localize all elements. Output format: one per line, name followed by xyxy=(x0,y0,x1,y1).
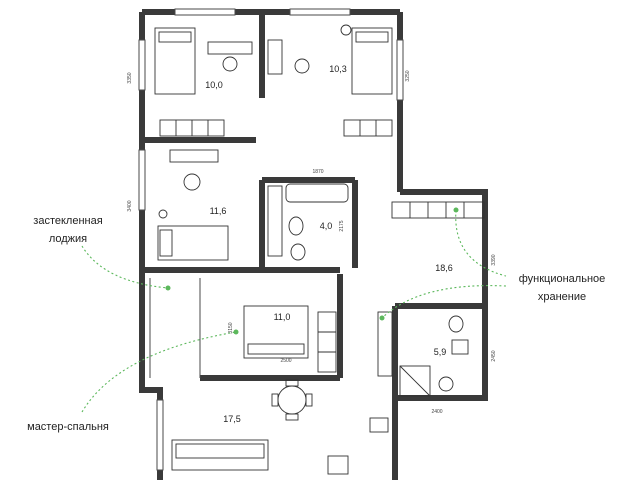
bed-bedroom-2 xyxy=(351,27,393,95)
pillow-bedroom-1 xyxy=(158,31,192,43)
dim-master-bed-width: 2500 xyxy=(280,358,291,364)
room-areas: 10,0 10,3 11,6 4,0 18,6 11,0 5,9 17,5 xyxy=(205,64,453,424)
dim-bath-1-width: 1870 xyxy=(312,169,323,175)
callout-leaders xyxy=(81,207,507,413)
stove xyxy=(327,455,349,475)
sink-bath-2 xyxy=(451,339,469,355)
window-bedroom-2 xyxy=(289,8,351,16)
dim-bath-2-height: 2450 xyxy=(491,350,497,361)
callout-storage-line2: хранение xyxy=(538,291,586,303)
callout-storage-line1: функциональное xyxy=(519,273,606,285)
area-bathroom-2: 5,9 xyxy=(434,347,447,357)
dim-bedroom-1-height: 3350 xyxy=(127,72,133,83)
kitchen-sink xyxy=(369,417,389,433)
area-bedroom-2: 10,3 xyxy=(329,64,347,74)
bathtub xyxy=(285,183,349,203)
pillow-bedroom-3 xyxy=(159,229,173,257)
bed-bedroom-3 xyxy=(157,225,229,261)
dim-bedroom-3-height: 3400 xyxy=(127,200,133,211)
window-bedroom-3 xyxy=(138,149,146,211)
bed-bedroom-1 xyxy=(154,27,196,95)
leader-loggia xyxy=(81,245,169,289)
furniture xyxy=(154,24,485,475)
pillow-master xyxy=(247,343,305,355)
plant-bedroom-2 xyxy=(340,24,352,36)
toilet-bath-1 xyxy=(290,243,306,261)
desk-bedroom-3 xyxy=(169,149,219,163)
marker-master xyxy=(233,329,239,335)
chair-bedroom-3 xyxy=(183,173,201,191)
dining-table xyxy=(277,385,307,415)
shelf-bath-1 xyxy=(267,185,283,257)
dim-bath-2-width: 2400 xyxy=(431,409,442,415)
callouts: застекленная лоджия функциональное хране… xyxy=(27,215,605,433)
callout-loggia-line2: лоджия xyxy=(49,233,87,245)
shelf-bath-2 xyxy=(377,311,393,377)
window-bedroom-1 xyxy=(174,8,236,16)
dim-hall-height: 3390 xyxy=(491,254,497,265)
chair-bedroom-1 xyxy=(222,56,238,72)
wardrobe-bedroom-2 xyxy=(343,119,393,137)
shower xyxy=(399,365,431,397)
marker-storage-hall xyxy=(453,207,459,213)
desk-bedroom-2 xyxy=(267,39,283,75)
wall-hall-notch xyxy=(395,189,488,401)
area-bedroom-1: 10,0 xyxy=(205,80,223,90)
area-bedroom-3: 11,6 xyxy=(210,206,227,216)
window-kitchen xyxy=(156,399,164,471)
plant-bedroom-3 xyxy=(158,209,168,219)
toilet-bath-2 xyxy=(448,315,464,333)
bed-master xyxy=(243,305,309,359)
sink-bath-1 xyxy=(288,216,304,236)
sofa xyxy=(171,439,269,471)
dim-bath-1-height: 2175 xyxy=(339,220,345,231)
loggia-partition xyxy=(149,278,201,378)
callout-master: мастер-спальня xyxy=(27,421,109,433)
leader-storage-bath xyxy=(381,285,507,319)
area-master-bedroom: 11,0 xyxy=(274,312,291,322)
windows xyxy=(138,8,404,471)
dimensions: 3350 3250 3400 1870 2175 3150 3390 2450 … xyxy=(127,70,497,415)
storage-hall xyxy=(391,201,485,219)
window-bedroom-2-side xyxy=(396,39,404,101)
area-kitchen-living: 17,5 xyxy=(223,414,241,424)
marker-storage-bath xyxy=(379,315,385,321)
dim-bedroom-2-height: 3250 xyxy=(405,70,411,81)
pillow-bedroom-2 xyxy=(355,31,389,43)
leader-storage-hall xyxy=(455,209,507,277)
area-hall: 18,6 xyxy=(435,263,453,273)
chair-bedroom-2 xyxy=(294,58,310,74)
window-bedroom-1-side xyxy=(138,39,146,91)
desk-bedroom-1 xyxy=(207,41,253,55)
dim-master-height: 3150 xyxy=(228,322,234,333)
washer xyxy=(438,376,454,392)
area-bathroom-1: 4,0 xyxy=(320,221,333,231)
callout-loggia-line1: застекленная xyxy=(33,215,102,227)
marker-loggia xyxy=(165,285,171,291)
wardrobe-master xyxy=(317,311,337,373)
